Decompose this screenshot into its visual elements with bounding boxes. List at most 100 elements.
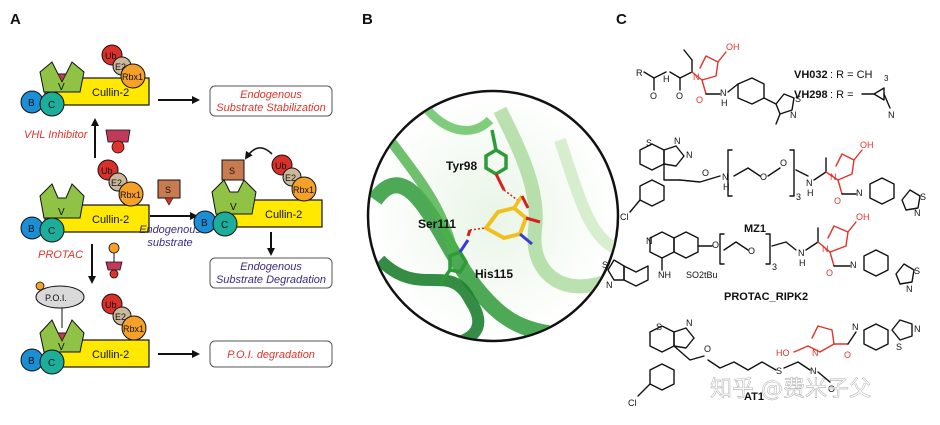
b-label: B <box>28 98 35 109</box>
mz1-atom-n2: N <box>686 150 693 160</box>
atom-s-1: S <box>795 94 801 104</box>
mz1-atom-s2: S <box>920 192 926 202</box>
mz1-atom-n5: N <box>856 188 863 198</box>
panel-label-b: B <box>362 11 373 28</box>
complex-protac: Cullin-2 Ub E2 Rbx1 P.O.I. V B C <box>20 281 150 375</box>
at1-atom-cl: Cl <box>628 398 637 408</box>
cullin-label-2: Cullin-2 <box>92 214 129 226</box>
his115-label: His115 <box>475 267 513 281</box>
ripk2-atom-nh: NH <box>658 270 671 280</box>
vh032-formula: : R = CH <box>830 69 873 81</box>
s-label-3: S <box>229 166 235 176</box>
ub-label-4: Ub <box>105 300 117 310</box>
ripk2-atom-n6: N <box>906 284 913 294</box>
ripk2-atom-n2: N <box>606 280 613 290</box>
panel-label-c: C <box>616 11 627 28</box>
mz1-atom-n3count: 3 <box>796 192 801 202</box>
at1-atom-s2: S <box>776 366 782 376</box>
complex-substrate-bound: Cullin-2 Ub E2 Rbx1 S V B C <box>193 147 323 237</box>
inhibitor-bound <box>57 73 67 83</box>
panel-b-structure: Tyr98 Ser111 His115 <box>366 89 620 343</box>
at1-atom-n2: N <box>810 366 817 376</box>
atom-o-2: O <box>676 91 683 101</box>
complex-vhl-inhibited: Cullin-2 Ub E2 Rbx1 V B C <box>20 44 150 117</box>
ripk2-atom-n-red: N <box>822 244 829 254</box>
vhl-inhibitor-label: VHL Inhibitor <box>24 129 89 141</box>
cullin-label: Cullin-2 <box>92 87 129 99</box>
watermark: 知乎 @费米子父 <box>710 377 871 402</box>
cyanocyclopropyl: N <box>861 87 895 120</box>
degradation-line1: Endogenous <box>240 261 302 273</box>
ripk2-atom-o2: O <box>748 246 755 256</box>
rbx1-label-3: Rbx1 <box>293 185 314 195</box>
mz1-atom-s: S <box>646 138 652 148</box>
panel-label-a: A <box>10 11 21 28</box>
ripk2-atom-n1: N <box>646 236 653 246</box>
e2-label-3: E2 <box>285 173 296 183</box>
atom-r: R <box>636 68 643 78</box>
mz1-atom-cl: Cl <box>620 212 629 222</box>
vh032-name: VH032 <box>794 69 828 81</box>
protein-ribbons <box>369 97 617 340</box>
ub-transfer-arrow <box>244 147 273 160</box>
mz1-atom-o-red: O <box>834 196 841 206</box>
v-label: V <box>58 82 65 93</box>
mz1-atom-h2: H <box>807 188 814 198</box>
protac-icon <box>105 242 123 279</box>
box-poi-degradation <box>209 340 333 368</box>
at1-atom-ho: HO <box>776 348 790 358</box>
elongin-c <box>39 91 65 117</box>
vh298-formula: : R = <box>830 89 854 101</box>
substrate-icon: S <box>157 179 181 206</box>
atom-h-2: H <box>721 98 728 108</box>
mz1-atom-o3: O <box>780 158 787 168</box>
structure-mz1: S N N Cl O N H O O 3 N H N OH O N S N <box>620 136 926 222</box>
b-label-4: B <box>28 356 35 367</box>
cullin-label-4: Cullin-2 <box>92 349 129 361</box>
ripk2-atom-so2tbu: SO2tBu <box>686 270 718 280</box>
stabilization-line1: Endogenous <box>240 89 302 101</box>
mz1-atom-h1: H <box>723 182 730 192</box>
v-label-2: V <box>58 207 65 218</box>
rbx1-circle <box>120 63 146 89</box>
protac-label: PROTAC <box>38 249 83 261</box>
v-label-3: V <box>230 202 237 213</box>
ub-label-3: Ub <box>275 161 287 171</box>
e2-label: E2 <box>115 62 126 72</box>
mz1-atom-o1: O <box>702 168 709 178</box>
ripk2-atom-h: H <box>799 258 806 268</box>
ripk2-atom-s: S <box>602 260 608 270</box>
at1-atom-s: S <box>656 322 662 332</box>
substrate-s-label: S <box>165 185 171 195</box>
at1-atom-s3: S <box>896 342 902 352</box>
c-label-4: C <box>48 358 55 369</box>
mz1-atom-n-red: N <box>830 172 837 182</box>
atom-oh-red-1: OH <box>726 42 740 52</box>
mz1-atom-n3: N <box>722 172 729 182</box>
at1-atom-o2: O <box>828 384 835 394</box>
poi-blob <box>35 285 85 309</box>
e2-label-4: E2 <box>115 312 126 322</box>
mz1-atom-oh: OH <box>860 140 874 150</box>
poi-degradation-text: P.O.I. degradation <box>227 349 315 361</box>
at1-name: AT1 <box>744 391 764 403</box>
degradation-line2: Substrate Degradation <box>216 274 326 286</box>
ripk2-atom-n4: N <box>798 248 805 258</box>
at1-atom-n4: N <box>914 324 921 334</box>
vh032-subscript: 3 <box>884 74 889 83</box>
ser111-label: Ser111 <box>418 217 456 231</box>
atom-o-red-1: O <box>696 95 703 105</box>
mz1-atom-n6: N <box>914 208 921 218</box>
ripk2-atom-n5: N <box>850 260 857 270</box>
at1-atom-n3: N <box>852 322 859 332</box>
e2-label-2: E2 <box>111 178 122 188</box>
atom-o-1: O <box>650 91 657 101</box>
atom-n-3: N <box>790 110 797 120</box>
rbx1-label-2: Rbx1 <box>120 190 141 200</box>
rbx1-label-4: Rbx1 <box>123 324 144 334</box>
vh298-name: VH298 <box>794 89 828 101</box>
atom-cn: N <box>888 110 895 120</box>
rbx1-label: Rbx1 <box>122 72 143 82</box>
c-label-3: C <box>221 220 228 231</box>
endogenous-substrate-line1: Endogenous <box>139 224 201 236</box>
